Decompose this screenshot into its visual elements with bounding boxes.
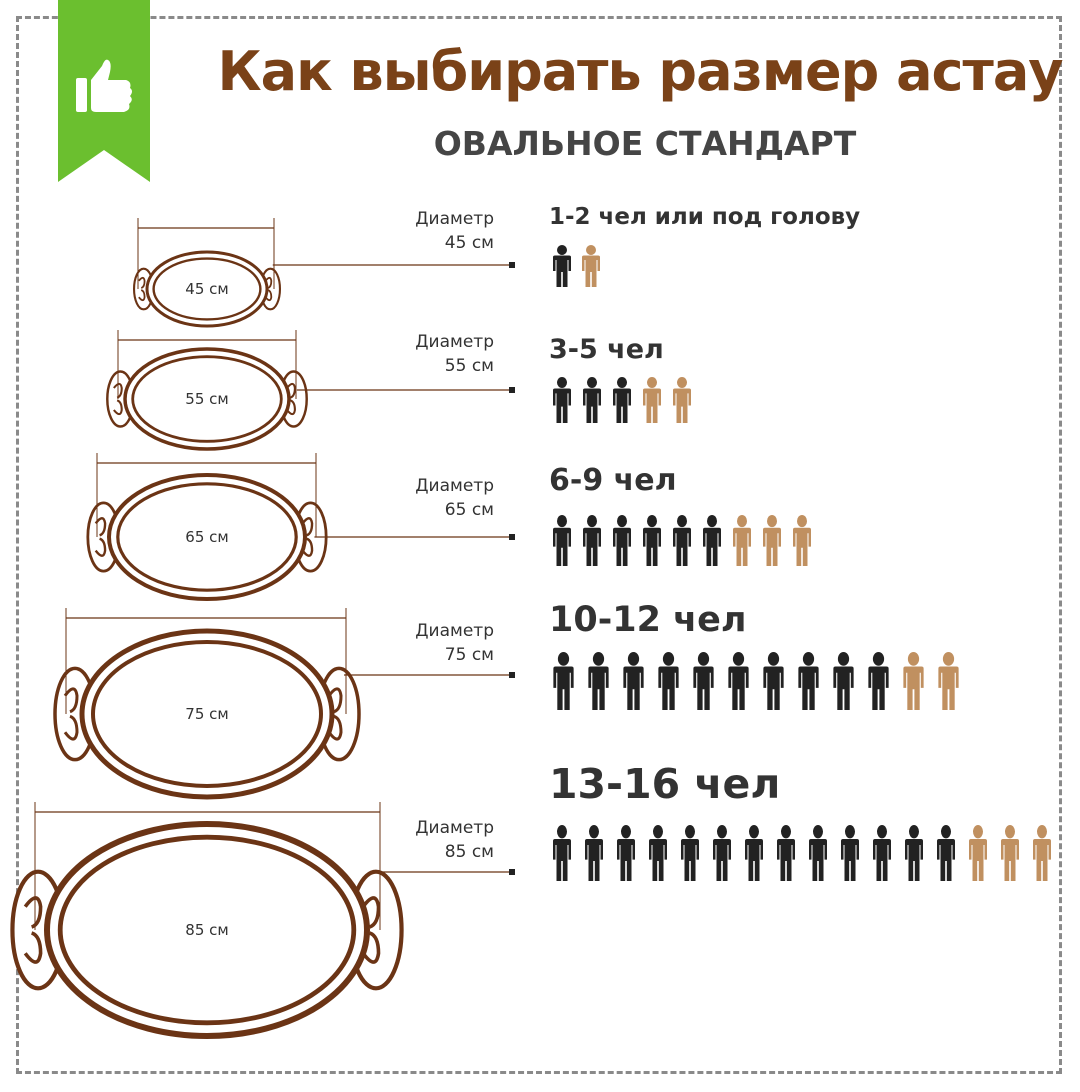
tray-size-label: 45 см xyxy=(185,280,228,298)
person-icon xyxy=(937,825,955,881)
tray-1: 45 см xyxy=(132,218,515,328)
size-3-dimension: Диаметр 65 см xyxy=(415,476,494,520)
person-icon xyxy=(777,825,795,881)
thumbs-up-badge xyxy=(58,0,150,182)
tray-5: 85 см xyxy=(10,802,515,1039)
person-extra-icon xyxy=(793,515,811,566)
tray-inner-rim xyxy=(57,834,357,1026)
leader-dot xyxy=(509,672,515,678)
people-row-4 xyxy=(553,652,959,710)
person-icon xyxy=(833,652,854,710)
person-icon xyxy=(703,515,721,566)
tray-2: 55 см xyxy=(106,330,515,451)
tray-size-label: 65 см xyxy=(185,528,228,546)
person-icon xyxy=(809,825,827,881)
tray-4: 75 см xyxy=(53,608,515,800)
person-icon xyxy=(553,245,571,287)
person-icon xyxy=(643,515,661,566)
person-extra-icon xyxy=(969,825,987,881)
person-icon xyxy=(798,652,819,710)
person-extra-icon xyxy=(673,377,691,423)
person-icon xyxy=(649,825,667,881)
tray-3: 65 см xyxy=(86,453,515,601)
size-5-dimension: Диаметр 85 см xyxy=(415,818,494,862)
tray-inner-rim xyxy=(131,355,283,443)
tray-outer-rim xyxy=(79,628,335,800)
person-icon xyxy=(623,652,644,710)
person-icon xyxy=(868,652,889,710)
person-icon xyxy=(763,652,784,710)
person-icon xyxy=(617,825,635,881)
person-icon xyxy=(658,652,679,710)
people-row-2 xyxy=(553,377,691,423)
person-icon xyxy=(693,652,714,710)
leader-dot xyxy=(509,534,515,540)
size-3-people-label: 6-9 чел xyxy=(549,463,677,498)
person-icon xyxy=(553,377,571,423)
tray-outer-rim xyxy=(145,250,269,328)
dashed-border xyxy=(16,16,1062,1074)
person-extra-icon xyxy=(1001,825,1019,881)
person-icon xyxy=(873,825,891,881)
tray-inner-rim xyxy=(91,640,323,788)
size-4-dimension: Диаметр 75 см xyxy=(415,621,494,665)
person-icon xyxy=(553,825,571,881)
person-extra-icon xyxy=(582,245,600,287)
person-icon xyxy=(553,652,574,710)
person-icon xyxy=(585,825,603,881)
person-icon xyxy=(583,515,601,566)
people-row-3 xyxy=(553,515,811,566)
person-icon xyxy=(905,825,923,881)
person-icon xyxy=(745,825,763,881)
person-icon xyxy=(713,825,731,881)
size-1-dimension: Диаметр 45 см xyxy=(415,209,494,253)
tray-inner-rim xyxy=(152,257,262,321)
person-extra-icon xyxy=(763,515,781,566)
size-2-dimension: Диаметр 55 см xyxy=(415,332,494,376)
thumbs-up-icon xyxy=(76,59,132,112)
people-row-1 xyxy=(553,245,600,287)
tray-inner-rim xyxy=(116,482,298,592)
person-icon xyxy=(613,377,631,423)
tray-size-label: 85 см xyxy=(185,921,228,939)
page-title: Как выбирать размер астау xyxy=(217,40,1064,103)
size-4-people-label: 10-12 чел xyxy=(549,600,747,640)
tray-outer-rim xyxy=(123,347,291,451)
person-icon xyxy=(583,377,601,423)
person-extra-icon xyxy=(733,515,751,566)
person-icon xyxy=(728,652,749,710)
person-extra-icon xyxy=(903,652,924,710)
person-extra-icon xyxy=(1033,825,1051,881)
size-1-people-label: 1-2 чел или под голову xyxy=(549,204,861,230)
person-icon xyxy=(673,515,691,566)
person-icon xyxy=(681,825,699,881)
person-extra-icon xyxy=(938,652,959,710)
page-subtitle: ОВАЛЬНОЕ СТАНДАРТ xyxy=(433,124,857,163)
person-icon xyxy=(553,515,571,566)
leader-dot xyxy=(509,869,515,875)
tray-outer-rim xyxy=(107,473,307,601)
leader-dot xyxy=(509,262,515,268)
person-extra-icon xyxy=(643,377,661,423)
tray-size-label: 55 см xyxy=(185,390,228,408)
tray-size-label: 75 см xyxy=(185,705,228,723)
person-icon xyxy=(841,825,859,881)
person-icon xyxy=(588,652,609,710)
person-icon xyxy=(613,515,631,566)
size-5-people-label: 13-16 чел xyxy=(549,760,781,808)
leader-dot xyxy=(509,387,515,393)
tray-outer-rim xyxy=(44,821,370,1039)
size-2-people-label: 3-5 чел xyxy=(549,334,664,365)
people-row-5 xyxy=(553,825,1051,881)
